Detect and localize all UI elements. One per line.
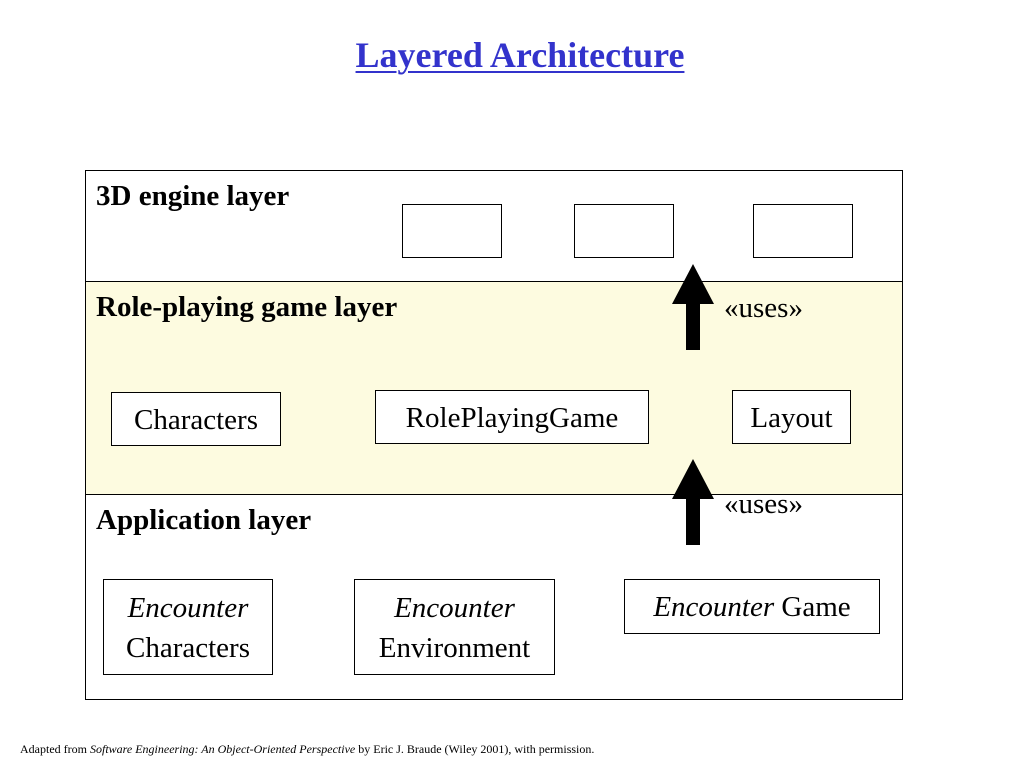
engine-component-2 xyxy=(574,204,674,258)
class-name-suffix: Game xyxy=(781,591,851,623)
engine-component-3 xyxy=(753,204,853,258)
class-name-prefix: Encounter xyxy=(127,592,249,624)
attribution-suffix: by Eric J. Braude (Wiley 2001), with per… xyxy=(355,742,595,756)
uses-arrow-lower xyxy=(672,459,714,545)
layer-title-3d-engine: 3D engine layer xyxy=(96,180,290,212)
uses-label-upper: «uses» xyxy=(724,292,803,324)
attribution-footer: Adapted from Software Engineering: An Ob… xyxy=(20,742,594,757)
class-encounter-environment: Encounter Environment xyxy=(354,579,555,675)
engine-component-1 xyxy=(402,204,502,258)
layer-title-application: Application layer xyxy=(96,504,312,536)
class-encounter-game: Encounter Game xyxy=(624,579,880,634)
up-arrow-icon xyxy=(672,264,714,350)
class-name-prefix: Encounter xyxy=(653,591,775,623)
class-encounter-characters: Encounter Characters xyxy=(103,579,273,675)
attribution-prefix: Adapted from xyxy=(20,742,90,756)
uses-label-lower: «uses» xyxy=(724,488,803,520)
attribution-book-title: Software Engineering: An Object-Oriented… xyxy=(89,742,356,756)
class-name-suffix: Environment xyxy=(378,632,531,664)
class-characters: Characters xyxy=(111,392,281,446)
class-role-playing-game: RolePlayingGame xyxy=(375,390,649,444)
layer-title-role-playing-game: Role-playing game layer xyxy=(96,291,398,323)
page-title: Layered Architecture xyxy=(355,35,685,75)
uses-arrow-upper xyxy=(672,264,714,350)
class-name-prefix: Encounter xyxy=(394,592,515,624)
class-layout: Layout xyxy=(732,390,851,444)
class-name-suffix: Characters xyxy=(126,632,250,664)
up-arrow-icon xyxy=(672,459,714,545)
